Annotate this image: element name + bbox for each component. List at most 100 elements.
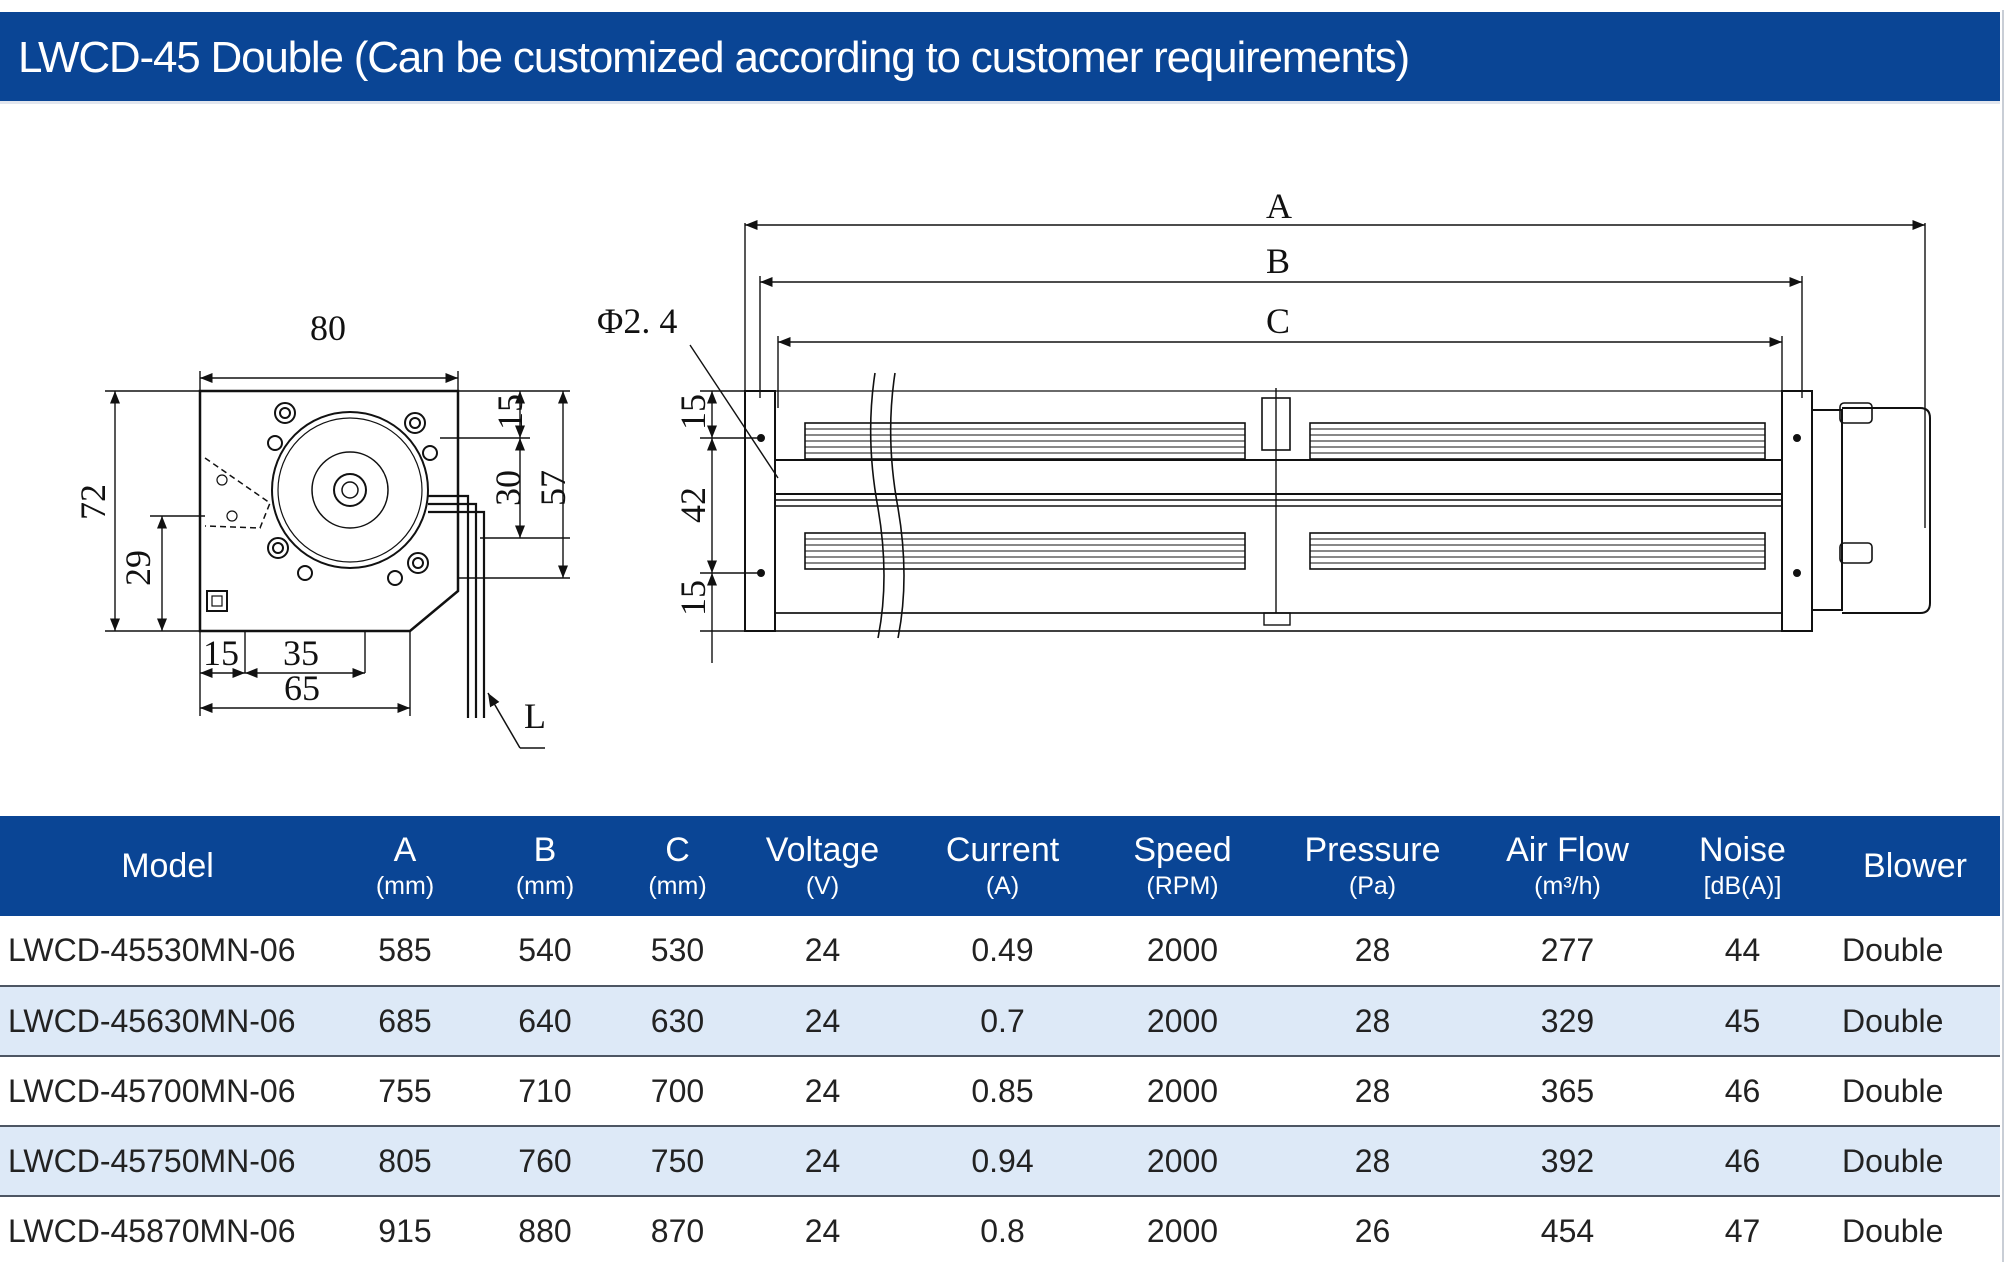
cell-c: 630 bbox=[615, 986, 740, 1057]
cell-noise: 45 bbox=[1655, 986, 1830, 1057]
col-header-model: Model bbox=[121, 846, 214, 885]
center-rail bbox=[774, 459, 1783, 495]
cell-pressure: 28 bbox=[1265, 986, 1480, 1057]
cell-a: 805 bbox=[335, 1126, 475, 1197]
left-end-plate bbox=[744, 390, 776, 632]
dim-29: 29 bbox=[118, 550, 158, 586]
cell-blower: Double bbox=[1830, 1126, 2000, 1197]
cell-a: 915 bbox=[335, 1196, 475, 1264]
cell-b: 760 bbox=[475, 1126, 615, 1197]
cell-current: 0.49 bbox=[905, 916, 1100, 987]
col-header-c: C(mm) bbox=[648, 831, 707, 900]
page-title: LWCD-45 Double (Can be customized accord… bbox=[0, 12, 2000, 104]
cell-b: 880 bbox=[475, 1196, 615, 1264]
cell-air-flow: 329 bbox=[1480, 986, 1655, 1057]
dim-72: 72 bbox=[73, 484, 113, 520]
cell-a: 585 bbox=[335, 916, 475, 987]
cell-model: LWCD-45630MN-06 bbox=[0, 986, 335, 1057]
col-header-b: B(mm) bbox=[515, 831, 575, 900]
cell-noise: 46 bbox=[1655, 1056, 1830, 1127]
cell-noise: 44 bbox=[1655, 916, 1830, 987]
cell-blower: Double bbox=[1830, 986, 2000, 1057]
cell-blower: Double bbox=[1830, 916, 2000, 987]
cell-b: 540 bbox=[475, 916, 615, 987]
cell-air-flow: 365 bbox=[1480, 1056, 1655, 1127]
dim-15-front-top: 15 bbox=[673, 394, 713, 430]
dim-15-bottom: 15 bbox=[203, 633, 239, 673]
impeller-upper-left bbox=[804, 422, 1246, 460]
cell-current: 0.7 bbox=[905, 986, 1100, 1057]
cell-noise: 47 bbox=[1655, 1196, 1830, 1264]
dim-hole-diameter: Φ2. 4 bbox=[597, 301, 677, 341]
side-view bbox=[105, 371, 570, 749]
dim-42: 42 bbox=[673, 487, 713, 523]
dim-a: A bbox=[1266, 186, 1292, 226]
cell-b: 640 bbox=[475, 986, 615, 1057]
dim-80: 80 bbox=[310, 308, 346, 348]
cell-speed: 2000 bbox=[1100, 986, 1265, 1057]
table-row: LWCD-45870MN-06 915 880 870 24 0.8 2000 … bbox=[0, 1196, 2000, 1264]
cell-model: LWCD-45870MN-06 bbox=[0, 1196, 335, 1264]
cell-pressure: 28 bbox=[1265, 916, 1480, 987]
motor-outer-circle bbox=[271, 411, 429, 569]
col-header-a: A(mm) bbox=[375, 831, 435, 900]
technical-drawing: 80 72 29 15 30 57 15 35 65 L bbox=[0, 108, 2000, 808]
col-header-speed: Speed(RPM) bbox=[1133, 831, 1232, 900]
dim-35: 35 bbox=[283, 633, 319, 673]
table-header-row: Model A(mm) B(mm) C(mm) Voltage(V) Curre… bbox=[0, 816, 2000, 916]
table-row: LWCD-45700MN-06 755 710 700 24 0.85 2000… bbox=[0, 1056, 2000, 1127]
cell-c: 870 bbox=[615, 1196, 740, 1264]
side-connector bbox=[206, 590, 228, 612]
table-row: LWCD-45630MN-06 685 640 630 24 0.7 2000 … bbox=[0, 986, 2000, 1057]
dim-57: 57 bbox=[533, 470, 573, 506]
cell-current: 0.8 bbox=[905, 1196, 1100, 1264]
cell-model: LWCD-45750MN-06 bbox=[0, 1126, 335, 1197]
right-end-plate bbox=[1781, 390, 1813, 632]
cell-a: 755 bbox=[335, 1056, 475, 1127]
dim-b: B bbox=[1266, 241, 1290, 281]
motor-block bbox=[1811, 409, 1843, 611]
cell-air-flow: 454 bbox=[1480, 1196, 1655, 1264]
cell-c: 700 bbox=[615, 1056, 740, 1127]
front-view bbox=[689, 219, 1931, 663]
cell-voltage: 24 bbox=[740, 1196, 905, 1264]
impeller-lower-left bbox=[804, 532, 1246, 570]
col-header-voltage: Voltage(V) bbox=[765, 831, 880, 900]
cell-blower: Double bbox=[1830, 1196, 2000, 1264]
dim-c: C bbox=[1266, 301, 1290, 341]
cell-a: 685 bbox=[335, 986, 475, 1057]
cell-speed: 2000 bbox=[1100, 1056, 1265, 1127]
cell-air-flow: 392 bbox=[1480, 1126, 1655, 1197]
col-header-air-flow: Air Flow(m³/h) bbox=[1506, 831, 1629, 900]
table-row: LWCD-45530MN-06 585 540 530 24 0.49 2000… bbox=[0, 916, 2000, 987]
cell-voltage: 24 bbox=[740, 1126, 905, 1197]
cell-b: 710 bbox=[475, 1056, 615, 1127]
col-header-blower: Blower bbox=[1863, 846, 1967, 885]
table-row: LWCD-45750MN-06 805 760 750 24 0.94 2000… bbox=[0, 1126, 2000, 1197]
cell-speed: 2000 bbox=[1100, 1126, 1265, 1197]
cell-pressure: 28 bbox=[1265, 1126, 1480, 1197]
cell-c: 530 bbox=[615, 916, 740, 987]
col-header-noise: Noise[dB(A)] bbox=[1699, 831, 1786, 900]
cell-current: 0.94 bbox=[905, 1126, 1100, 1197]
spec-table: Model A(mm) B(mm) C(mm) Voltage(V) Curre… bbox=[0, 816, 2000, 1264]
cell-air-flow: 277 bbox=[1480, 916, 1655, 987]
cell-model: LWCD-45700MN-06 bbox=[0, 1056, 335, 1127]
page-frame bbox=[0, 10, 2004, 1262]
cell-noise: 46 bbox=[1655, 1126, 1830, 1197]
cell-speed: 2000 bbox=[1100, 916, 1265, 987]
cell-blower: Double bbox=[1830, 1056, 2000, 1127]
side-housing-outline bbox=[198, 389, 460, 633]
cell-voltage: 24 bbox=[740, 916, 905, 987]
drawing-svg: 80 72 29 15 30 57 15 35 65 L bbox=[73, 186, 1931, 749]
impeller-upper-right bbox=[1309, 422, 1766, 460]
cell-current: 0.85 bbox=[905, 1056, 1100, 1127]
col-header-pressure: Pressure(Pa) bbox=[1304, 831, 1441, 900]
cell-pressure: 28 bbox=[1265, 1056, 1480, 1127]
dim-15-front-bottom: 15 bbox=[673, 580, 713, 616]
cell-pressure: 26 bbox=[1265, 1196, 1480, 1264]
dim-30: 30 bbox=[488, 470, 528, 506]
cell-speed: 2000 bbox=[1100, 1196, 1265, 1264]
cell-c: 750 bbox=[615, 1126, 740, 1197]
dim-lead-l: L bbox=[524, 696, 546, 736]
